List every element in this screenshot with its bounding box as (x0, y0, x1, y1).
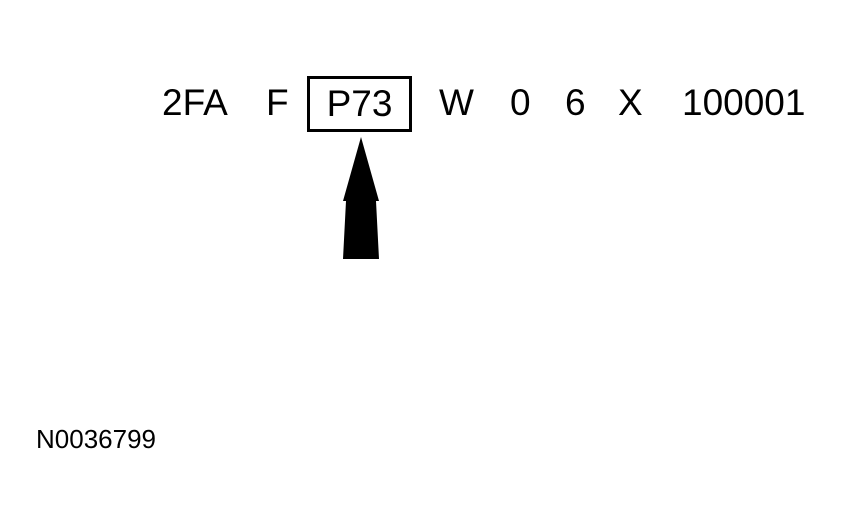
vin-segment-plant: X (618, 82, 643, 123)
vin-segment-wmi: 2FA (162, 82, 228, 123)
arrow-up-icon (343, 137, 379, 259)
vin-segment-model-year: 6 (565, 82, 586, 123)
vin-segment-restraint: F (266, 82, 289, 123)
vin-segment-highlighted: P73 (326, 83, 393, 124)
highlight-box: P73 (307, 76, 412, 132)
vin-segment-check-digit: 0 (510, 82, 531, 123)
vin-segment-serial: 100001 (682, 82, 806, 123)
vin-segment-engine: W (439, 82, 474, 123)
reference-id: N0036799 (36, 424, 156, 454)
